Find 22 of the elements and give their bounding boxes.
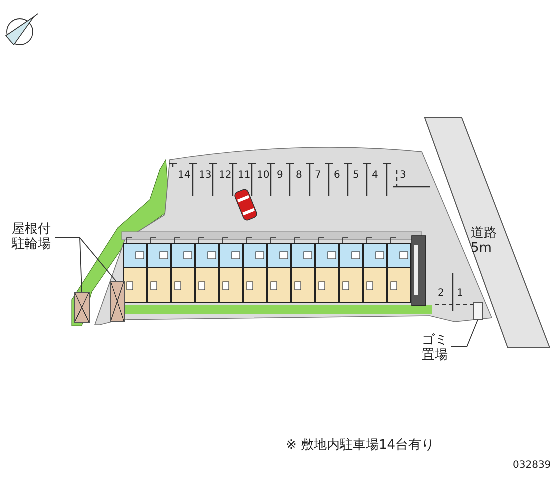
parking-note: ※ 敷地内駐車場14台有り: [286, 439, 435, 453]
space-number: 12: [219, 169, 232, 183]
garbage-area-label: ゴミ置場: [422, 333, 450, 363]
leader-line: [450, 320, 478, 348]
space-number: 4: [372, 169, 378, 183]
bicycle-shelter: [110, 281, 125, 322]
bicycle-shelter: [74, 292, 90, 323]
space-number: 11: [238, 169, 251, 183]
space-number: 14: [178, 169, 191, 183]
space-number: 5: [353, 169, 360, 183]
space-number: 3: [400, 169, 406, 183]
space-number: 9: [277, 169, 284, 183]
space-number: 10: [257, 169, 270, 183]
garbage-box: [473, 302, 483, 320]
bicycle-parking-label: 屋根付駐輪場: [12, 222, 54, 252]
space-number: 2: [438, 287, 444, 301]
space-number: 1: [457, 287, 464, 301]
space-number: 8: [296, 169, 302, 183]
road-label: 道路5m: [471, 226, 498, 256]
space-number: 6: [334, 169, 340, 183]
space-number: 7: [315, 169, 322, 183]
space-number: 13: [199, 169, 212, 183]
